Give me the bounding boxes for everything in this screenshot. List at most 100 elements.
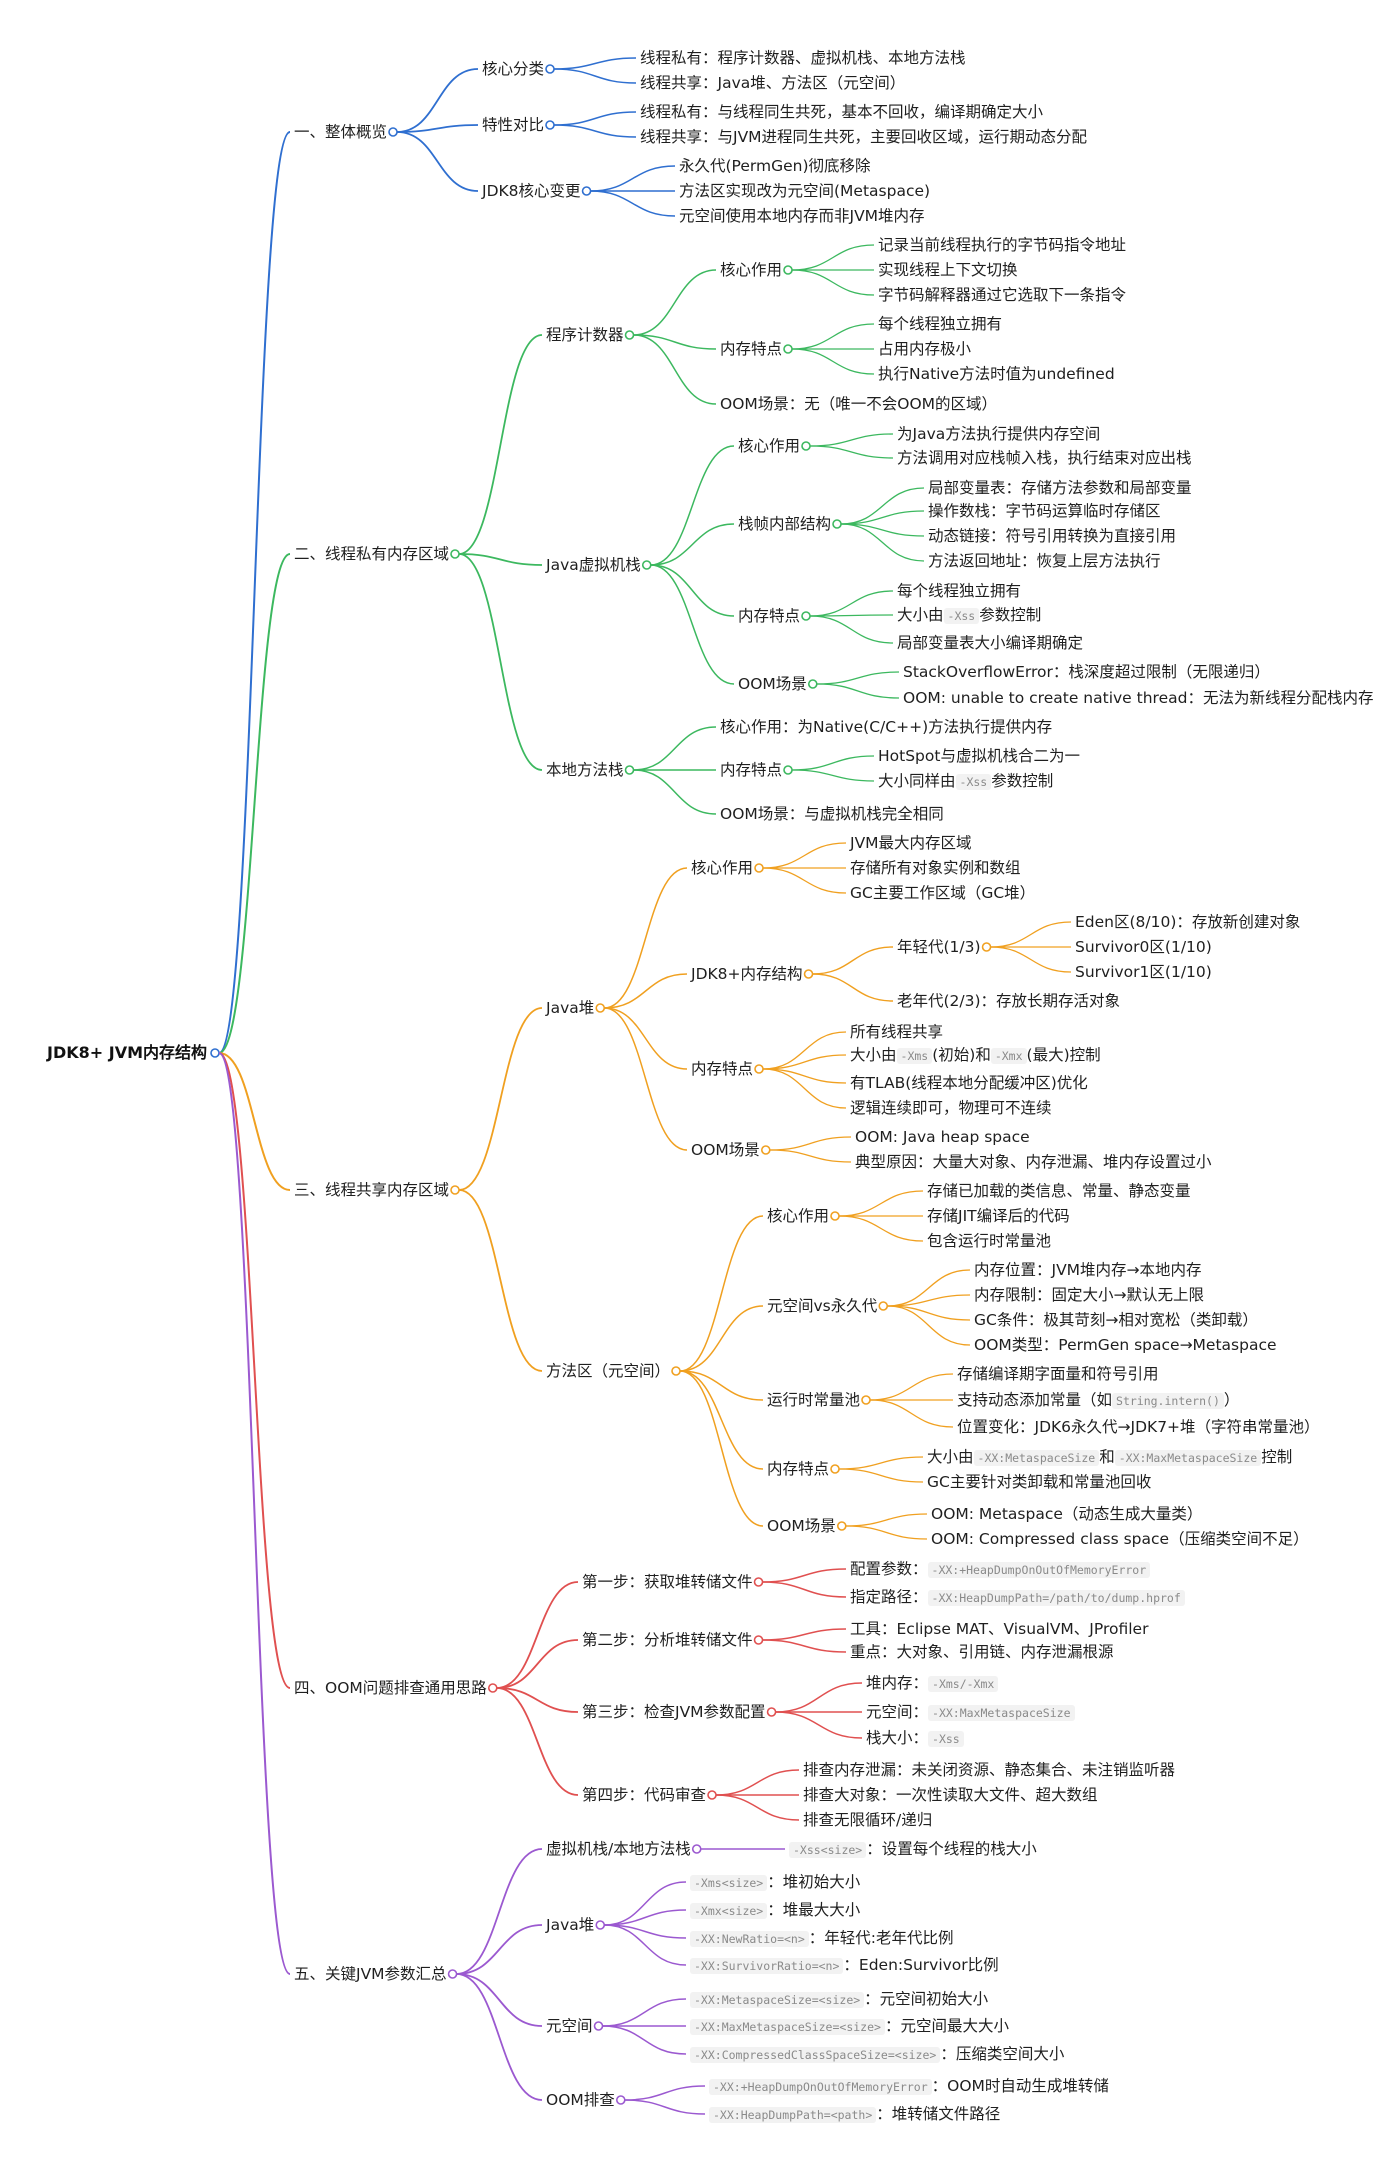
- mindmap-node[interactable]: 为Java方法执行提供内存空间: [897, 424, 1100, 444]
- node-connector-dot[interactable]: [595, 1003, 606, 1013]
- mindmap-node[interactable]: 程序计数器: [546, 325, 624, 345]
- mindmap-node[interactable]: -Xms<size>：堆初始大小: [690, 1872, 860, 1893]
- node-connector-dot[interactable]: [753, 1577, 764, 1587]
- mindmap-node[interactable]: OOM场景: [738, 674, 807, 694]
- mindmap-node[interactable]: -XX:NewRatio=<n>：年轻代:老年代比例: [690, 1928, 954, 1949]
- node-connector-dot[interactable]: [783, 765, 793, 775]
- node-connector-dot[interactable]: [671, 1366, 681, 1376]
- mindmap-node[interactable]: OOM场景：与虚拟机栈完全相同: [720, 804, 944, 824]
- mindmap-node[interactable]: GC条件：极其苛刻→相对宽松（类卸载）: [974, 1310, 1258, 1330]
- mindmap-node[interactable]: 第二步：分析堆转储文件: [582, 1630, 753, 1650]
- mindmap-node[interactable]: 核心作用: [720, 260, 782, 280]
- mindmap-node[interactable]: 逻辑连续即可，物理可不连续: [850, 1098, 1052, 1118]
- mindmap-node[interactable]: -XX:MaxMetaspaceSize=<size>：元空间最大大小: [690, 2016, 1009, 2037]
- mindmap-node[interactable]: 局部变量表大小编译期确定: [897, 633, 1083, 653]
- mindmap-node[interactable]: 线程共享：与JVM进程同生共死，主要回收区域，运行期动态分配: [640, 127, 1087, 147]
- node-connector-dot[interactable]: [861, 1395, 871, 1405]
- node-connector-dot[interactable]: [783, 344, 793, 354]
- mindmap-node[interactable]: 工具：Eclipse MAT、VisualVM、JProfiler: [850, 1619, 1148, 1639]
- mindmap-node[interactable]: 老年代(2/3)：存放长期存活对象: [897, 991, 1120, 1011]
- node-connector-dot[interactable]: [760, 1145, 771, 1155]
- mindmap-node[interactable]: 永久代(PermGen)彻底移除: [679, 156, 871, 176]
- mindmap-node[interactable]: 典型原因：大量大对象、内存泄漏、堆内存设置过小: [855, 1152, 1212, 1172]
- node-connector-dot[interactable]: [593, 2021, 604, 2031]
- mindmap-node[interactable]: HotSpot与虚拟机栈合二为一: [878, 746, 1080, 766]
- mindmap-node[interactable]: 核心作用: [691, 858, 753, 878]
- mindmap-node[interactable]: 运行时常量池: [767, 1390, 860, 1410]
- mindmap-node[interactable]: 方法区（元空间）: [546, 1361, 670, 1381]
- mindmap-node[interactable]: 虚拟机栈/本地方法栈: [546, 1839, 691, 1859]
- mindmap-node[interactable]: 局部变量表：存储方法参数和局部变量: [928, 478, 1192, 498]
- mindmap-node[interactable]: 线程共享：Java堆、方法区（元空间）: [640, 73, 905, 93]
- mindmap-node[interactable]: 核心作用: [767, 1206, 829, 1226]
- mindmap-node[interactable]: 元空间：-XX:MaxMetaspaceSize: [866, 1702, 1075, 1723]
- mindmap-node[interactable]: 特性对比: [482, 115, 544, 135]
- mindmap-node[interactable]: 重点：大对象、引用链、内存泄漏根源: [850, 1642, 1114, 1662]
- mindmap-node[interactable]: 指定路径：-XX:HeapDumpPath=/path/to/dump.hpro…: [850, 1587, 1185, 1608]
- mindmap-node[interactable]: 存储已加载的类信息、常量、静态变量: [927, 1181, 1191, 1201]
- mindmap-node[interactable]: 第三步：检查JVM参数配置: [582, 1702, 766, 1722]
- mindmap-node[interactable]: OOM场景: [691, 1140, 760, 1160]
- mindmap-node[interactable]: 存储JIT编译后的代码: [927, 1206, 1070, 1226]
- mindmap-node[interactable]: 排查无限循环/递归: [803, 1810, 932, 1830]
- mindmap-node[interactable]: 执行Native方法时值为undefined: [878, 364, 1115, 384]
- branch-node[interactable]: 二、线程私有内存区域: [294, 544, 449, 564]
- node-connector-dot[interactable]: [210, 1048, 220, 1058]
- mindmap-node[interactable]: 方法区实现改为元空间(Metaspace): [679, 181, 930, 201]
- mindmap-node[interactable]: -XX:+HeapDumpOnOutOfMemoryError：OOM时自动生成…: [709, 2076, 1109, 2097]
- mindmap-node[interactable]: 第四步：代码审查: [582, 1785, 706, 1805]
- mindmap-node[interactable]: 操作数栈：字节码运算临时存储区: [928, 501, 1161, 521]
- mindmap-node[interactable]: OOM: Metaspace（动态生成大量类）: [931, 1504, 1202, 1524]
- mindmap-node[interactable]: 存储所有对象实例和数组: [850, 858, 1021, 878]
- mindmap-node[interactable]: 占用内存极小: [878, 339, 971, 359]
- mindmap-node[interactable]: 存储编译期字面量和符号引用: [957, 1364, 1159, 1384]
- node-connector-dot[interactable]: [753, 1635, 764, 1645]
- node-connector-dot[interactable]: [832, 519, 842, 529]
- mindmap-node[interactable]: JVM最大内存区域: [850, 833, 972, 853]
- node-connector-dot[interactable]: [691, 1844, 702, 1854]
- mindmap-node[interactable]: 动态链接：符号引用转换为直接引用: [928, 526, 1176, 546]
- mindmap-node[interactable]: JDK8核心变更: [482, 181, 581, 201]
- node-connector-dot[interactable]: [766, 1707, 777, 1717]
- mindmap-node[interactable]: 核心作用: [738, 436, 800, 456]
- mindmap-node[interactable]: OOM场景: [767, 1516, 836, 1536]
- mindmap-node[interactable]: 内存特点: [767, 1459, 829, 1479]
- mindmap-node[interactable]: 内存位置：JVM堆内存→本地内存: [974, 1260, 1202, 1280]
- node-connector-dot[interactable]: [595, 1920, 606, 1930]
- mindmap-node[interactable]: -Xss<size>：设置每个线程的栈大小: [789, 1839, 1037, 1860]
- node-connector-dot[interactable]: [803, 969, 814, 979]
- branch-node[interactable]: 五、关键JVM参数汇总: [294, 1964, 447, 1984]
- mindmap-node[interactable]: Eden区(8/10)：存放新创建对象: [1075, 912, 1300, 932]
- node-connector-dot[interactable]: [754, 863, 764, 873]
- node-connector-dot[interactable]: [830, 1211, 840, 1221]
- mindmap-node[interactable]: 位置变化：JDK6永久代→JDK7+堆（字符串常量池）: [957, 1417, 1320, 1437]
- node-connector-dot[interactable]: [707, 1790, 717, 1800]
- node-connector-dot[interactable]: [801, 441, 811, 451]
- node-connector-dot[interactable]: [615, 2095, 626, 2105]
- mindmap-node[interactable]: OOM: Compressed class space（压缩类空间不足）: [931, 1529, 1309, 1549]
- mindmap-node[interactable]: Java虚拟机栈: [546, 555, 641, 575]
- node-connector-dot[interactable]: [830, 1464, 840, 1474]
- node-connector-dot[interactable]: [783, 265, 793, 275]
- mindmap-node[interactable]: OOM场景：无（唯一不会OOM的区域）: [720, 394, 997, 414]
- mindmap-node[interactable]: Survivor0区(1/10): [1075, 937, 1212, 957]
- node-connector-dot[interactable]: [981, 942, 992, 952]
- mindmap-node[interactable]: Java堆: [546, 1915, 594, 1935]
- node-connector-dot[interactable]: [487, 1683, 498, 1693]
- mindmap-node[interactable]: -Xmx<size>：堆最大大小: [690, 1900, 860, 1921]
- node-connector-dot[interactable]: [801, 611, 811, 621]
- mindmap-node[interactable]: 本地方法栈: [546, 760, 624, 780]
- mindmap-node[interactable]: 大小由-Xms(初始)和-Xmx(最大)控制: [850, 1045, 1101, 1066]
- mindmap-node[interactable]: -XX:SurvivorRatio=<n>：Eden:Survivor比例: [690, 1955, 999, 1976]
- mindmap-node[interactable]: 栈帧内部结构: [738, 514, 831, 534]
- node-connector-dot[interactable]: [836, 1521, 847, 1531]
- mindmap-node[interactable]: -XX:MetaspaceSize=<size>：元空间初始大小: [690, 1989, 988, 2010]
- mindmap-node[interactable]: 排查大对象：一次性读取大文件、超大数组: [803, 1785, 1098, 1805]
- mindmap-node[interactable]: 配置参数：-XX:+HeapDumpOnOutOfMemoryError: [850, 1559, 1151, 1580]
- mindmap-node[interactable]: 线程私有：与线程同生共死，基本不回收，编译期确定大小: [640, 102, 1043, 122]
- mindmap-node[interactable]: 内存限制：固定大小→默认无上限: [974, 1285, 1204, 1305]
- node-connector-dot[interactable]: [450, 549, 460, 559]
